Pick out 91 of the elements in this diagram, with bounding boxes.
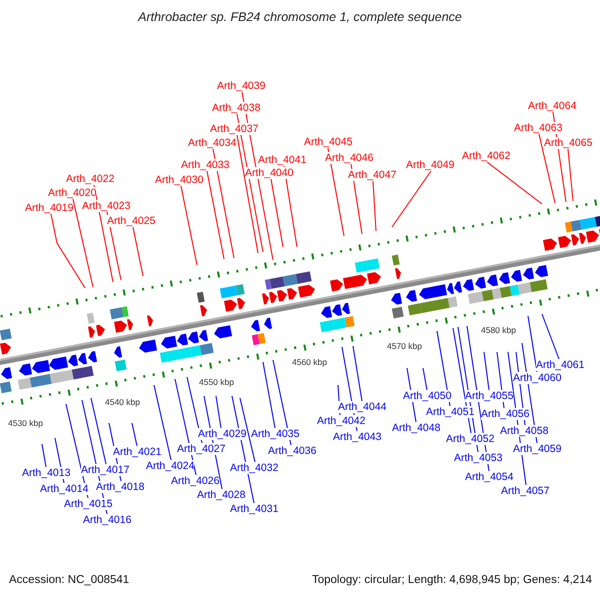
- gene-label: Arth_4061: [536, 359, 584, 371]
- leader-line: [180, 186, 198, 266]
- gene-label: Arth_4036: [268, 445, 316, 457]
- gene-label: Arth_4054: [465, 471, 514, 483]
- gene-label: Arth_4046: [325, 152, 374, 164]
- leader-line: [262, 362, 276, 428]
- gene-label: Arth_4049: [406, 159, 454, 171]
- gene-label: Arth_4059: [513, 443, 562, 455]
- gene-label: Arth_4047: [348, 169, 396, 181]
- leader-line: [372, 180, 376, 232]
- gene-label: Arth_4018: [96, 481, 144, 493]
- gene-label: Arth_4055: [465, 390, 514, 402]
- gene-label: Arth_4056: [481, 408, 530, 420]
- leader-line: [132, 226, 144, 276]
- scale-label: 4550 kbp: [199, 377, 234, 387]
- leader-line: [240, 398, 256, 462]
- gene-label: Arth_4026: [171, 475, 220, 487]
- leader-line: [528, 316, 538, 372]
- scale-label: 4530 kbp: [8, 418, 43, 428]
- footer-text: Accession: NC_008541: [9, 574, 130, 586]
- gene-label: Arth_4031: [230, 503, 278, 515]
- gene-label: Arth_4035: [251, 428, 300, 440]
- gene-label: Arth_4063: [514, 122, 562, 134]
- gene-label: Arth_4062: [462, 150, 510, 162]
- gene-label: Arth_4013: [22, 467, 70, 479]
- gene-label: Arth_4042: [317, 415, 366, 427]
- leader-line: [174, 378, 196, 476]
- gene-label: Arth_4040: [245, 167, 294, 179]
- gene-label: Arth_4044: [338, 401, 386, 413]
- gene-label: Arth_4016: [83, 514, 132, 526]
- map-title: Arthrobacter sp. FB24 chromosome 1, complete sequence: [136, 10, 463, 24]
- leader-line: [486, 162, 542, 204]
- gene-label: Arth_4058: [500, 425, 548, 437]
- leader-line: [484, 352, 490, 390]
- gene-label: Arth_4032: [230, 462, 278, 474]
- gene-label: Arth_4060: [513, 372, 562, 384]
- leader-line: [270, 178, 284, 248]
- gene-label: Arth_4034: [188, 137, 236, 149]
- gene-label: Arth_4041: [258, 154, 306, 166]
- gene-label: Arth_4021: [113, 446, 162, 458]
- leader-line: [90, 398, 106, 464]
- gene-label: Arth_4027: [177, 443, 226, 455]
- leader-line: [538, 134, 556, 204]
- leader-line: [272, 360, 292, 446]
- leader-line: [216, 396, 222, 428]
- gene-label: Arth_4022: [66, 173, 114, 185]
- leader-line: [452, 328, 472, 434]
- leader-line: [392, 170, 432, 228]
- gene-label: Arth_4024: [146, 460, 194, 472]
- gene-label: Arth_4015: [64, 498, 112, 510]
- leader-line: [568, 148, 574, 202]
- leader-line: [42, 444, 46, 468]
- gene-label: Arth_4020: [48, 187, 96, 199]
- leader-line: [206, 170, 224, 260]
- leader-line: [72, 198, 94, 288]
- gene-label: Arth_4019: [25, 202, 74, 214]
- gene-label: Arth_4037: [210, 123, 258, 135]
- gene-label: Arth_4029: [198, 428, 246, 440]
- gene-label: Arth_4017: [81, 464, 130, 476]
- gene-label: Arth_4050: [403, 390, 452, 402]
- leader-line: [328, 148, 344, 236]
- gene-label: Arth_4038: [212, 102, 260, 114]
- gene-label: Arth_4033: [181, 159, 230, 171]
- leader-line: [50, 214, 86, 288]
- gene-label: Arth_4025: [107, 215, 156, 227]
- scale-label: 4560 kbp: [292, 357, 327, 367]
- gene-label: Arth_4065: [544, 137, 592, 149]
- gene-label: Arth_4053: [454, 452, 502, 464]
- leader-line: [236, 134, 258, 254]
- gene-label: Arth_4039: [217, 80, 266, 92]
- gene-label: Arth_4043: [333, 431, 382, 443]
- gene-label: Arth_4064: [528, 100, 576, 112]
- leader-line: [352, 346, 362, 402]
- leader-line: [542, 314, 560, 360]
- scale-label: 4580 kbp: [481, 325, 516, 335]
- leader-line: [154, 384, 172, 460]
- gene-label: Arth_4057: [501, 485, 550, 497]
- leader-line: [212, 148, 234, 258]
- leader-line: [422, 368, 428, 390]
- gene-label: Arth_4023: [82, 200, 130, 212]
- leader-line: [132, 422, 138, 446]
- footer-text: Topology: circular; Length: 4,698,945 bp; Genes: 4,214: [312, 574, 592, 586]
- gene-label: Arth_4052: [446, 433, 494, 445]
- gene-label: Arth_4028: [197, 489, 246, 501]
- gene-label: Arth_4048: [392, 422, 440, 434]
- gene-label: Arth_4014: [40, 483, 88, 495]
- scale-label: 4540 kbp: [105, 397, 140, 407]
- gene-label: Arth_4030: [155, 174, 204, 186]
- gene-label: Arth_4051: [426, 406, 474, 418]
- scale-label: 4570 kbp: [387, 341, 422, 351]
- gene-label: Arth_4045: [304, 136, 352, 148]
